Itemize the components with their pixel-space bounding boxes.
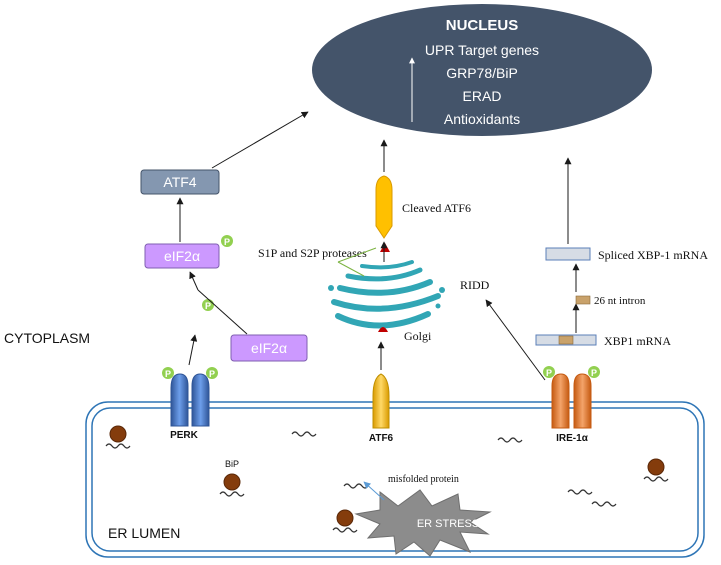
perk-to-eif2a-arrow — [188, 334, 198, 366]
er-membrane-outer — [85, 401, 705, 558]
eif2a-join-line — [197, 289, 248, 335]
bip-icon-4 — [647, 458, 665, 476]
protease-pointer-2 — [337, 247, 377, 263]
unfolded-protein-4 — [591, 501, 617, 507]
nucleus-line-grp78-bip: GRP78/BiP — [446, 65, 518, 81]
er-membrane — [85, 401, 705, 558]
stress-to-misfolded-arrow — [363, 481, 385, 501]
perk-phospho-right-label: P — [209, 369, 215, 379]
unfolded-protein-3 — [567, 489, 593, 495]
bip-protein-1 — [105, 443, 131, 449]
cleaved-atf6-label: Cleaved ATF6 — [402, 201, 471, 215]
perk-phospho-left-label: P — [165, 369, 171, 379]
er-stress-label: ER STRESS — [417, 518, 479, 530]
ridd-label: RIDD — [460, 278, 490, 292]
bip-protein-3 — [332, 527, 358, 533]
perk-phospho-left-icon — [162, 367, 174, 379]
bip-icon-2 — [223, 473, 241, 491]
cleaved-atf6-shape — [375, 175, 393, 239]
eif2a-free-label: eIF2α — [251, 340, 287, 356]
ire1-label: IRE-1α — [556, 433, 589, 444]
atf4-to-nucleus-arrow — [211, 111, 309, 169]
nucleus-line-erad: ERAD — [463, 88, 502, 104]
nucleus: NUCLEUS UPR Target genes GRP78/BiP ERAD … — [312, 4, 652, 136]
ire1-branch: P P IRE-1α RIDD XBP1 mRNA 26 nt intron S… — [460, 157, 708, 444]
nucleus-title: NUCLEUS — [446, 17, 519, 34]
eif2a-phospho-top-icon — [221, 235, 233, 247]
atf6-receptor — [372, 373, 390, 429]
intron-label: 26 nt intron — [594, 295, 646, 307]
nucleus-ellipse — [312, 4, 652, 136]
eif2a-phos-arrow — [189, 271, 199, 291]
perk-receptor: P P — [162, 367, 218, 427]
atf6-branch: ATF6 Golgi S1P and S2P proteases Cleaved… — [258, 139, 471, 444]
unfolded-protein-2 — [497, 437, 523, 443]
ire1-to-ridd-arrow — [485, 299, 546, 381]
er-membrane-inner — [91, 407, 699, 552]
eif2a-phospho-top-label: P — [224, 237, 230, 247]
misfolded-protein-icon — [343, 483, 369, 489]
protease-pointer-1 — [337, 261, 365, 277]
bip-icon-3 — [336, 509, 354, 527]
perk-branch: P P PERK eIF2α P eIF2α P ATF4 — [140, 111, 309, 441]
intron-icon — [575, 295, 591, 305]
perk-label: PERK — [170, 430, 199, 441]
spliced-xbp1-label: Spliced XBP-1 mRNA — [598, 248, 708, 262]
er-stress-burst-icon — [354, 489, 492, 557]
atf4-box — [140, 169, 220, 195]
atf6-label: ATF6 — [369, 433, 394, 444]
er-lumen-label: ER LUMEN — [108, 525, 180, 541]
golgi-cleavage-site-top — [380, 243, 390, 252]
eif2a-phospho-mid-label: P — [205, 301, 211, 311]
ire1-phospho-left-label: P — [546, 368, 552, 378]
perk-phospho-right-icon — [206, 367, 218, 379]
ire1-phospho-right-label: P — [591, 368, 597, 378]
atf4-label: ATF4 — [163, 174, 196, 190]
eif2a-free-box — [230, 334, 308, 362]
ire1-phospho-right-icon — [588, 366, 600, 378]
bip-protein-4 — [643, 476, 669, 482]
unfolded-protein-1 — [291, 431, 317, 437]
eif2a-phos-box — [144, 243, 220, 269]
xbp1-mrna-label: XBP1 mRNA — [604, 334, 671, 348]
eif2a-phos-label: eIF2α — [164, 248, 200, 264]
ire1-receptor: P P — [543, 366, 600, 429]
golgi-label: Golgi — [404, 329, 432, 343]
misfolded-protein-label: misfolded protein — [388, 474, 459, 485]
nucleus-line-upr-target-genes: UPR Target genes — [425, 42, 539, 58]
bip-label: BiP — [225, 459, 239, 469]
xbp1-intron-segment — [558, 335, 574, 345]
proteases-label: S1P and S2P proteases — [258, 246, 367, 260]
bip-icon-1 — [109, 425, 127, 443]
ire1-phospho-left-icon — [543, 366, 555, 378]
cytoplasm-label: CYTOPLASM — [4, 330, 90, 346]
golgi-cleavage-site-bottom — [378, 327, 388, 332]
nucleus-line-antioxidants: Antioxidants — [444, 111, 520, 127]
er-lumen-contents: BiP misfolded protein ER STRESS — [105, 425, 669, 557]
golgi-icon — [328, 243, 445, 332]
bip-protein-2 — [219, 491, 245, 497]
spliced-xbp1-bar — [545, 247, 591, 261]
